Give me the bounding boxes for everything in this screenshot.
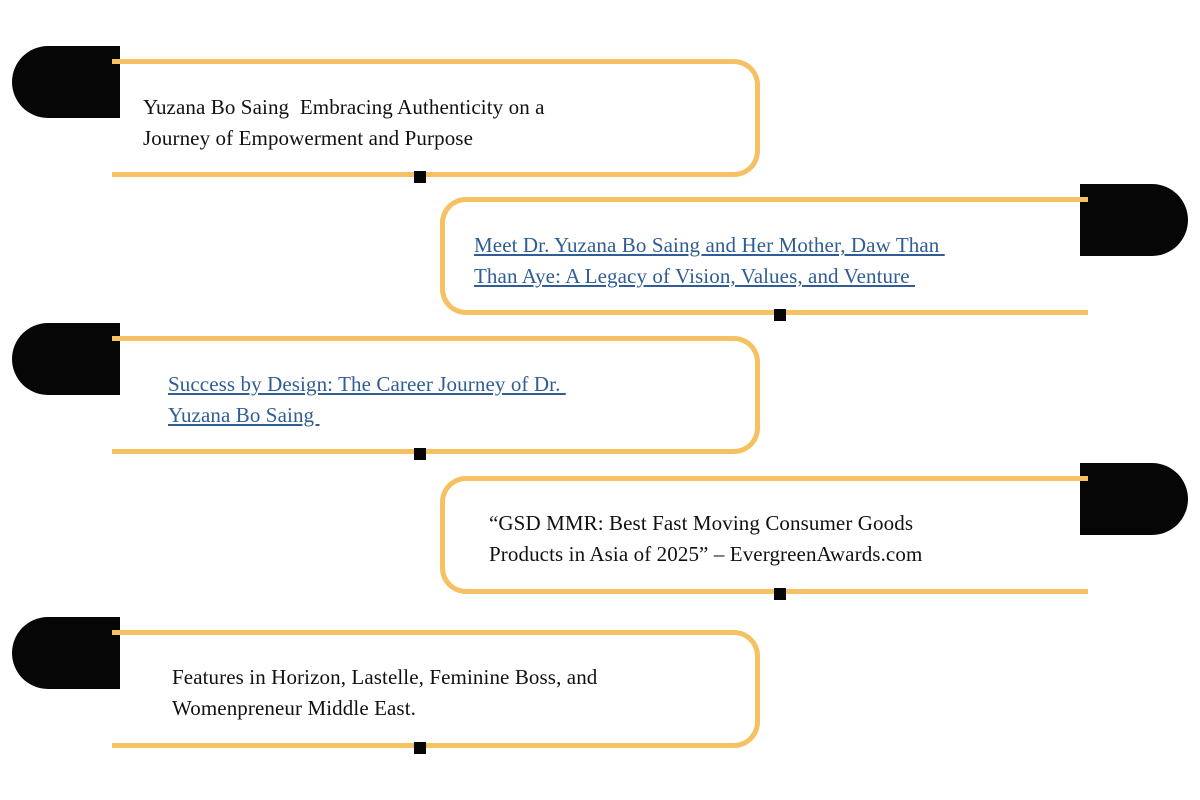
capsule-marker-4 xyxy=(1080,463,1188,535)
item-line: Journey of Empowerment and Purpose xyxy=(143,126,473,150)
node-square-5 xyxy=(414,742,426,754)
bracket-frame-2 xyxy=(440,197,1088,315)
node-square-2 xyxy=(774,309,786,321)
node-square-4 xyxy=(774,588,786,600)
item-text-1: Yuzana Bo Saing Embracing Authenticity o… xyxy=(143,92,743,154)
bracket-frame-1 xyxy=(112,59,760,177)
item-line: Products in Asia of 2025” – EvergreenAwa… xyxy=(489,542,923,566)
capsule-marker-1 xyxy=(12,46,120,118)
item-line: Womenpreneur Middle East. xyxy=(172,696,416,720)
item-line: “GSD MMR: Best Fast Moving Consumer Good… xyxy=(489,511,914,535)
bracket-frame-3 xyxy=(112,336,760,454)
capsule-marker-5 xyxy=(12,617,120,689)
capsule-marker-3 xyxy=(12,323,120,395)
item-line: Features in Horizon, Lastelle, Feminine … xyxy=(172,665,598,689)
bracket-frame-4 xyxy=(440,476,1088,594)
node-square-1 xyxy=(414,171,426,183)
item-text-5: Features in Horizon, Lastelle, Feminine … xyxy=(172,662,772,724)
item-line: Yuzana Bo Saing xyxy=(168,403,320,427)
capsule-marker-2 xyxy=(1080,184,1188,256)
item-line: Meet Dr. Yuzana Bo Saing and Her Mother,… xyxy=(474,233,945,257)
item-line: Than Aye: A Legacy of Vision, Values, an… xyxy=(474,264,915,288)
item-text-4: “GSD MMR: Best Fast Moving Consumer Good… xyxy=(489,508,1089,570)
bracket-frame-5 xyxy=(112,630,760,748)
item-link-3[interactable]: Success by Design: The Career Journey of… xyxy=(168,369,768,431)
item-line: Yuzana Bo Saing Embracing Authenticity o… xyxy=(143,95,545,119)
node-square-3 xyxy=(414,448,426,460)
item-link-2[interactable]: Meet Dr. Yuzana Bo Saing and Her Mother,… xyxy=(474,230,1074,292)
item-line: Success by Design: The Career Journey of… xyxy=(168,372,566,396)
